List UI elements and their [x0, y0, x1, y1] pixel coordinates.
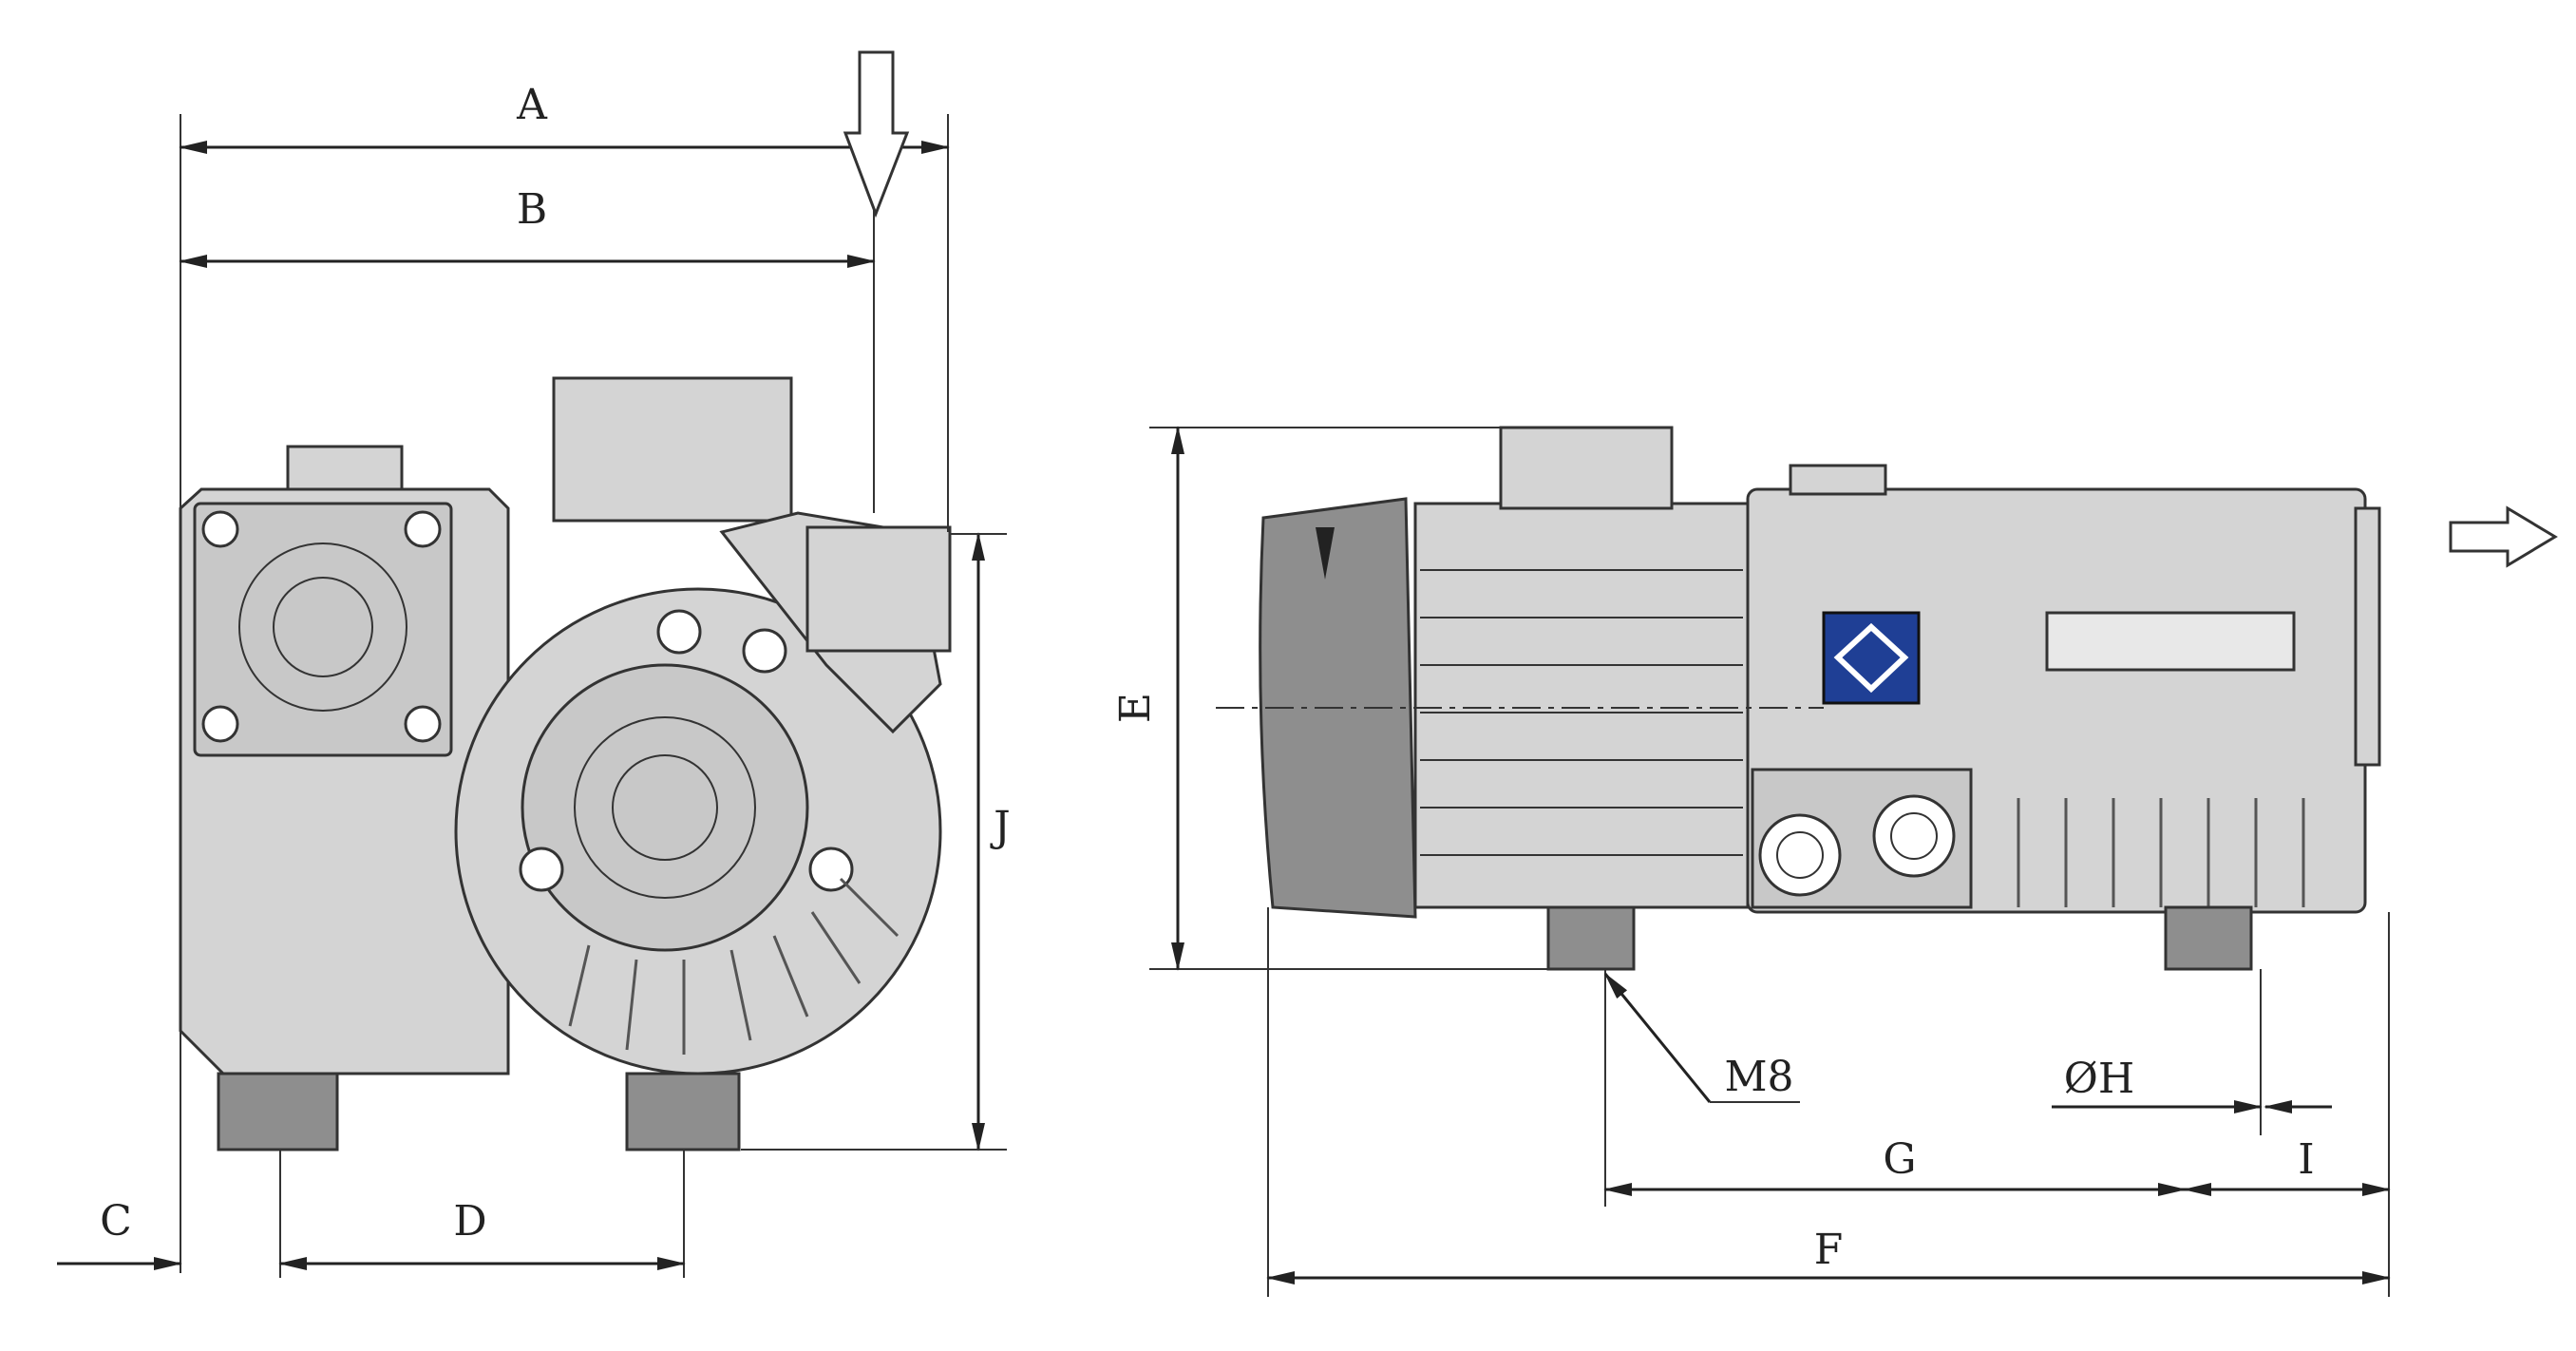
dimension-f-label: F	[1814, 1226, 1844, 1274]
oil-sight-glass	[1758, 813, 1842, 897]
pump-cooling-fins	[2017, 798, 2305, 907]
end-cap	[2354, 506, 2381, 767]
motor-terminal-box	[552, 376, 793, 523]
foot-front	[1546, 905, 1636, 971]
flange-plate	[193, 502, 453, 757]
end-view-dimensions	[57, 50, 1007, 1278]
bolt-head	[404, 510, 442, 548]
dimension-g-label: G	[1883, 1135, 1916, 1184]
exhaust-outlet	[805, 525, 952, 653]
dimension-e-label: E	[1111, 693, 1160, 723]
end-view	[179, 376, 952, 1151]
motor-top-cap	[286, 445, 404, 491]
oil-sight-glass-inner	[1776, 831, 1824, 879]
thread-leader	[1603, 972, 1712, 1103]
drain-plug	[1872, 794, 1956, 878]
side-view	[1216, 426, 2381, 971]
shaft-bore	[612, 754, 718, 861]
fan-fins	[568, 877, 900, 1055]
bolt-head	[201, 705, 239, 743]
logo-mark-icon	[1833, 622, 1909, 694]
dimension-h-label: ØH	[2064, 1055, 2134, 1103]
dimension-d-label: D	[453, 1197, 486, 1246]
shaft-boss-ring	[574, 716, 756, 899]
boss-bolt	[519, 847, 564, 892]
dimension-j-label: J	[990, 803, 1011, 851]
foot-rear	[2164, 905, 2253, 971]
shaft-boss	[521, 663, 809, 952]
side-view-dimensions	[1149, 426, 2558, 1297]
drain-plug-inner	[1890, 812, 1938, 860]
dimension-c-label: C	[100, 1197, 132, 1246]
fan-cover-mark	[1316, 527, 1335, 580]
dimension-a-label: A	[516, 81, 548, 129]
thread-label: M8	[1724, 1053, 1793, 1101]
motor-cooling-fins	[1420, 569, 1743, 856]
right-foot	[625, 1072, 741, 1151]
terminal-box-side	[1499, 426, 1674, 510]
inlet-arrow-icon	[843, 50, 910, 219]
bolt-head	[404, 705, 442, 743]
dimension-b-label: B	[517, 185, 547, 234]
flange-port-outer	[238, 542, 407, 712]
flange-port-inner	[273, 577, 373, 677]
exhaust-arrow-icon	[2449, 505, 2558, 568]
motor-body-side	[1413, 502, 1750, 909]
dimension-i-label: I	[2298, 1135, 2314, 1184]
boss-bolt	[656, 609, 702, 655]
boss-bolt	[742, 628, 787, 674]
name-plate	[2045, 611, 2296, 672]
bolt-head	[201, 510, 239, 548]
top-plug	[1789, 464, 1887, 496]
left-foot	[217, 1072, 339, 1151]
